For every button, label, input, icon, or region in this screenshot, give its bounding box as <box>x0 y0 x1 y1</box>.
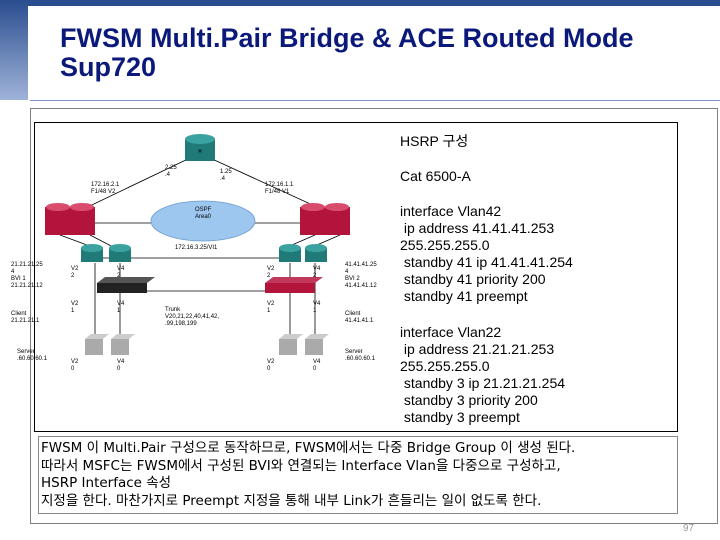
left-accent-bar <box>0 0 28 100</box>
core-left-label: 2.25.4 <box>165 165 177 178</box>
right-server-label: Server.60.60.60.1 <box>345 349 376 362</box>
server-left-2-icon <box>111 334 135 355</box>
server-right-1-icon <box>279 334 303 355</box>
switch-top-right-2-icon <box>305 244 327 262</box>
cat6500-label: Cat 6500-A <box>400 168 471 184</box>
switch-top-left-2-icon <box>109 244 131 262</box>
top-accent-bar <box>0 0 720 6</box>
left-server-label: Server.60.60.60.1 <box>17 349 48 362</box>
network-diagram: ✕ <box>11 122 678 432</box>
slide-title: FWSM Multi.Pair Bridge & ACE Routed Mode… <box>60 23 634 82</box>
transit-vlan-label: 172.16.3.25/VI1 <box>175 245 218 251</box>
chassis-right-icon <box>300 203 350 235</box>
title-divider <box>30 100 720 101</box>
server-right-2-icon <box>305 334 329 355</box>
caption-line-3: HSRP Interface 속성 <box>41 475 172 491</box>
config-vlan22: interface Vlan22 ip address 21.21.21.253… <box>400 324 566 425</box>
caption-box: FWSM 이 Multi.Pair 구성으로 동작하므로, FWSM에서는 다중… <box>38 436 678 514</box>
ospf-cloud <box>150 200 256 242</box>
chassis-left-icon <box>45 203 95 235</box>
diagram-canvas: ✕ <box>11 134 377 372</box>
config-vlan42: interface Vlan42 ip address 41.41.41.253… <box>400 203 573 304</box>
fwsm-left-icon <box>97 277 155 293</box>
server-left-1-icon <box>85 334 109 355</box>
page-number: 97 <box>683 523 695 534</box>
caption-line-4: 지정을 한다. 마찬가지로 Preempt 지정을 통해 내부 Link가 흔들… <box>41 492 542 509</box>
caption-line-2: 따라서 MSFC는 FWSM에서 구성된 BVI와 연결되는 Interface… <box>41 457 561 474</box>
fwsm-right-icon <box>265 277 323 293</box>
caption-line-1: FWSM 이 Multi.Pair 구성으로 동작하므로, FWSM에서는 다중… <box>41 440 576 456</box>
svg-text:✕: ✕ <box>197 149 202 155</box>
switch-top-left-1-icon <box>81 244 103 262</box>
core-router-icon: ✕ <box>185 134 215 161</box>
core-right-label: 1.25.4 <box>220 169 232 182</box>
switch-top-right-1-icon <box>279 244 301 262</box>
hsrp-label: HSRP 구성 <box>400 133 469 149</box>
